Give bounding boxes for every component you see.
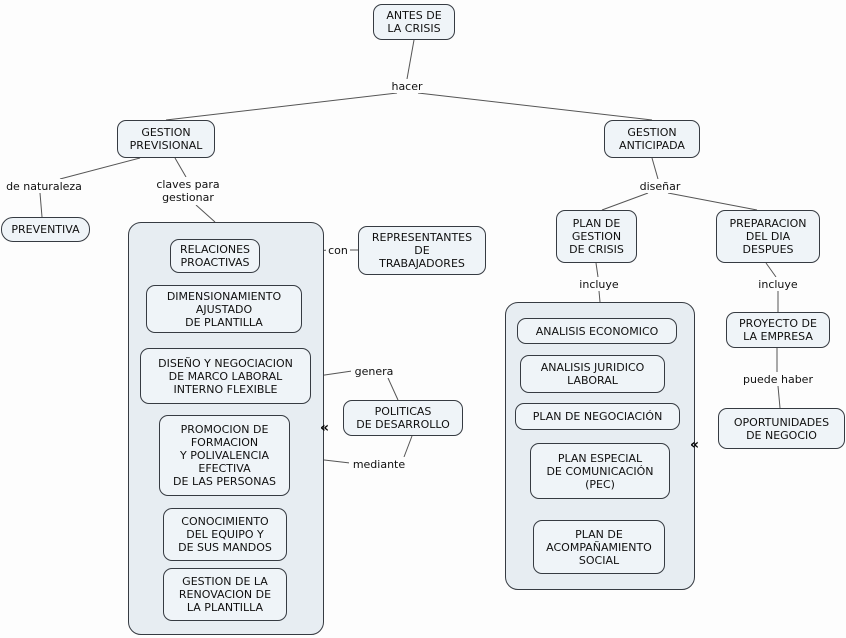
phrase-mediante[interactable]: mediante [349, 457, 409, 471]
node-antes-de-la-crisis[interactable]: ANTES DE LA CRISIS [373, 4, 455, 40]
node-relaciones-proactivas[interactable]: RELACIONES PROACTIVAS [170, 239, 260, 273]
phrase-genera[interactable]: genera [351, 364, 397, 378]
phrase-puede-haber[interactable]: puede haber [739, 372, 817, 386]
node-preventiva[interactable]: PREVENTIVA [1, 217, 90, 242]
node-gestion-anticipada[interactable]: GESTION ANTICIPADA [604, 120, 700, 158]
node-gestion-previsional[interactable]: GESTION PREVISIONAL [117, 120, 215, 158]
node-promocion-formacion[interactable]: PROMOCION DE FORMACION Y POLIVALENCIA EF… [159, 415, 290, 496]
node-plan-negociacion[interactable]: PLAN DE NEGOCIACIÓN [515, 403, 680, 430]
node-proyecto-empresa[interactable]: PROYECTO DE LA EMPRESA [726, 312, 830, 348]
phrase-con[interactable]: con [326, 243, 350, 257]
node-oportunidades-negocio[interactable]: OPORTUNIDADES DE NEGOCIO [718, 408, 845, 449]
collapse-left-icon[interactable]: « [319, 420, 330, 436]
phrase-hacer[interactable]: hacer [386, 79, 428, 93]
node-renovacion-plantilla[interactable]: GESTION DE LA RENOVACION DE LA PLANTILLA [163, 568, 287, 621]
node-plan-comunicacion-pec[interactable]: PLAN ESPECIAL DE COMUNICACIÓN (PEC) [530, 443, 670, 499]
node-analisis-juridico[interactable]: ANALISIS JURIDICO LABORAL [520, 355, 665, 393]
node-plan-gestion-crisis[interactable]: PLAN DE GESTION DE CRISIS [556, 210, 637, 263]
node-diseno-marco-laboral[interactable]: DISEÑO Y NEGOCIACION DE MARCO LABORAL IN… [140, 348, 311, 404]
phrase-incluye-derecha[interactable]: incluye [755, 277, 801, 291]
node-conocimiento-equipo[interactable]: CONOCIMIENTO DEL EQUIPO Y DE SUS MANDOS [163, 508, 287, 561]
collapse-right-icon[interactable]: « [689, 437, 700, 453]
node-representantes[interactable]: REPRESENTANTES DE TRABAJADORES [358, 226, 486, 275]
node-politicas-desarrollo[interactable]: POLITICAS DE DESARROLLO [343, 400, 463, 436]
node-dimensionamiento[interactable]: DIMENSIONAMIENTO AJUSTADO DE PLANTILLA [146, 285, 302, 333]
node-preparacion-dia-despues[interactable]: PREPARACION DEL DIA DESPUES [716, 210, 820, 263]
node-analisis-economico[interactable]: ANALISIS ECONOMICO [517, 318, 677, 344]
phrase-claves-para-gestionar[interactable]: claves para gestionar [150, 177, 226, 205]
node-plan-acompanamiento[interactable]: PLAN DE ACOMPAÑAMIENTO SOCIAL [533, 520, 665, 574]
phrase-incluye-izquierda[interactable]: incluye [576, 277, 622, 291]
phrase-de-naturaleza[interactable]: de naturaleza [2, 179, 86, 193]
phrase-disenar[interactable]: diseñar [636, 179, 684, 193]
